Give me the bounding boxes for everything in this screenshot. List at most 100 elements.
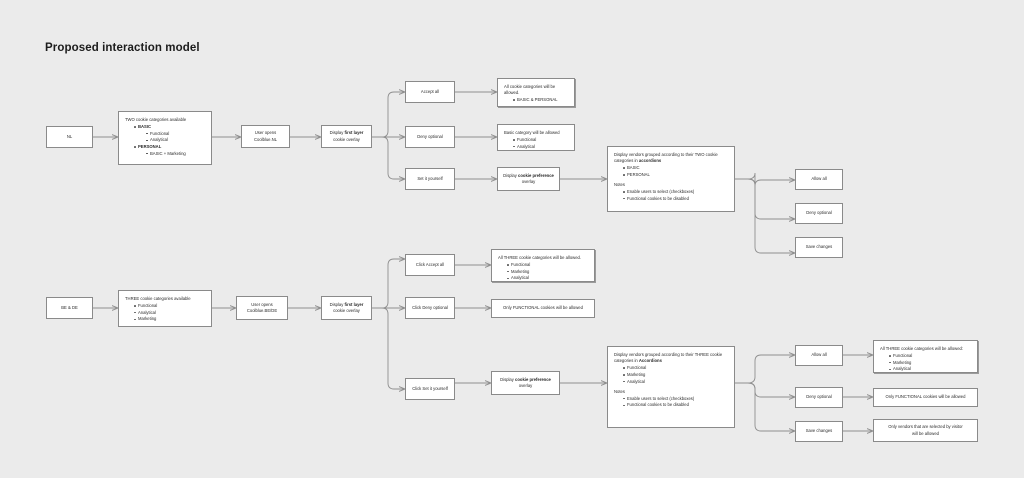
accept-result-bede-item: Analytical <box>507 275 588 281</box>
pref-overlay-nl-prefix: Display <box>503 172 519 178</box>
overlay-bede-line2: cookie overlay <box>333 308 360 313</box>
node-user-opens-bede[interactable]: User opens Coolblue.BE/DE <box>236 296 288 320</box>
vendors-nl-note: Enable users to select (checkboxes) <box>623 189 728 195</box>
node-user-opens-bede-line2: Coolblue.BE/DE <box>246 308 278 313</box>
overlay-nl-emphasis: first layer <box>344 130 364 136</box>
deny-result-nl-item: Analytical <box>513 144 568 150</box>
accept-result-bede-heading: All THREE cookie categories will be allo… <box>498 255 582 260</box>
node-allow-all-bede-label: Allow all <box>811 352 827 358</box>
node-deny-optional-nl-label: Deny optional <box>417 133 443 139</box>
category-basic-label: BASIC <box>138 124 152 130</box>
category-basic-child: Functional <box>146 131 205 137</box>
node-user-opens-nl-line1: User opens <box>254 130 277 136</box>
node-categories-bede-heading: THREE cookie categories available <box>125 296 191 301</box>
node-deny-optional-action-nl[interactable]: Deny optional <box>795 203 843 224</box>
vendors-nl-heading-emphasis: accordions <box>638 158 662 164</box>
node-click-accept-all-bede-label: Click Accept all <box>415 261 445 267</box>
node-pref-overlay-bede[interactable]: Display cookie preference overlay <box>491 371 560 395</box>
node-accept-all-nl-label: Accept all <box>420 88 440 94</box>
node-allow-all-nl[interactable]: Allow all <box>795 169 843 190</box>
overlay-nl-line2: cookie overlay <box>333 136 360 142</box>
vendors-bede-note: Enable users to select (checkboxes) <box>623 396 728 402</box>
node-categories-nl-heading: TWO cookie categories available <box>125 117 187 122</box>
node-save-changes-nl[interactable]: Save changes <box>795 237 843 258</box>
node-deny-optional-result-nl[interactable]: Basic category will be allowed Functiona… <box>497 124 575 151</box>
node-accept-all-nl[interactable]: Accept all <box>405 81 455 103</box>
category-personal-label: PERSONAL <box>138 144 162 150</box>
node-first-layer-overlay-nl[interactable]: Display first layer cookie overlay <box>321 125 372 148</box>
node-click-accept-all-bede[interactable]: Click Accept all <box>405 254 455 276</box>
node-deny-result-bede[interactable]: Only FUNCTIONAL cookies will be allowed <box>491 299 595 318</box>
node-allow-all-outcome-bede[interactable]: All THREE cookie categories will be allo… <box>873 340 978 373</box>
category-personal-child: BASIC + Marketing <box>146 151 205 157</box>
vendors-bede-notes-heading: Notes <box>614 388 625 394</box>
deny-result-bede-heading: Only FUNCTIONAL cookies will be allowed <box>503 305 583 311</box>
accept-result-bede-item: Marketing <box>507 269 588 275</box>
vendors-nl-notes-heading: Notes <box>614 181 625 187</box>
accept-result-bede-item: Functional <box>507 262 588 268</box>
node-allow-all-nl-label: Allow all <box>811 176 827 182</box>
overlay-bede-prefix: Display <box>329 301 345 307</box>
category-bede-item: Analytical <box>134 310 205 316</box>
vendors-bede-item: Marketing <box>623 372 728 378</box>
vendors-bede-item: Analytical <box>623 379 728 385</box>
vendors-bede-item: Functional <box>623 365 728 371</box>
node-deny-optional-outcome-bede[interactable]: Only FUNCTIONAL cookies will be allowed <box>873 388 978 407</box>
save-changes-outcome-line2: will be allowed <box>911 430 939 436</box>
node-accept-all-result-bede[interactable]: All THREE cookie categories will be allo… <box>491 249 595 282</box>
node-pref-overlay-nl[interactable]: Display cookie preference overlay <box>497 167 560 191</box>
overlay-nl-prefix: Display <box>329 130 345 136</box>
node-deny-optional-action-nl-label: Deny optional <box>806 210 832 216</box>
pref-overlay-nl-emphasis: cookie preference <box>518 172 554 178</box>
vendors-nl-note: Functional cookies to be disabled <box>623 196 728 202</box>
allow-all-outcome-item: Marketing <box>889 360 971 366</box>
allow-all-outcome-heading: All THREE cookie categories will be allo… <box>880 346 964 351</box>
node-start-bede[interactable]: BE & DE <box>46 297 93 319</box>
pref-overlay-bede-line2: overlay <box>518 383 533 388</box>
overlay-bede-emphasis: first layer <box>344 301 364 307</box>
vendors-bede-heading-prefix: Display vendors grouped according to the… <box>614 352 723 364</box>
node-categories-bede[interactable]: THREE cookie categories available Functi… <box>118 290 212 327</box>
node-deny-optional-action-bede[interactable]: Deny optional <box>795 387 843 408</box>
pref-overlay-nl-line2: overlay <box>521 179 536 184</box>
vendors-nl-item: BASIC <box>623 165 728 171</box>
allow-all-outcome-item: Functional <box>889 353 971 359</box>
node-click-deny-optional-bede[interactable]: Click Deny optional <box>405 297 455 319</box>
deny-optional-outcome-heading: Only FUNCTIONAL cookies will be allowed <box>885 394 966 400</box>
allow-all-outcome-item: Analytical <box>889 366 971 372</box>
node-save-changes-outcome-bede[interactable]: Only vendors that are selected by visito… <box>873 419 978 442</box>
pref-overlay-bede-prefix: Display <box>500 376 516 382</box>
vendors-bede-note: Functional cookies to be disabled <box>623 402 728 408</box>
node-first-layer-overlay-bede[interactable]: Display first layer cookie overlay <box>321 296 372 320</box>
node-vendors-nl[interactable]: Display vendors grouped according to the… <box>607 146 735 212</box>
node-start-nl[interactable]: NL <box>46 126 93 148</box>
category-basic-child: Analytical <box>146 137 205 143</box>
deny-result-nl-heading: Basic category will be allowed <box>504 130 560 135</box>
node-user-opens-nl[interactable]: User opens Coolblue.NL <box>241 125 290 148</box>
node-deny-optional-action-bede-label: Deny optional <box>806 394 832 400</box>
node-set-it-yourself-nl-label: Set it yourself <box>417 175 443 181</box>
node-user-opens-nl-line2: Coolblue.NL <box>253 136 278 142</box>
node-start-bede-label: BE & DE <box>61 304 78 310</box>
vendors-bede-heading-emphasis: Accordions <box>638 358 662 364</box>
node-allow-all-bede[interactable]: Allow all <box>795 345 843 366</box>
node-click-set-it-yourself-bede[interactable]: Click Set it yourself <box>405 378 455 400</box>
pref-overlay-bede-emphasis: cookie preference <box>515 376 551 382</box>
node-click-deny-optional-bede-label: Click Deny optional <box>412 304 448 310</box>
node-user-opens-bede-line1: User opens <box>251 301 273 307</box>
vendors-nl-item: PERSONAL <box>623 172 728 178</box>
node-save-changes-bede[interactable]: Save changes <box>795 421 843 442</box>
category-bede-item: Functional <box>134 303 205 309</box>
node-categories-nl[interactable]: TWO cookie categories available BASIC Fu… <box>118 111 212 165</box>
node-set-it-yourself-nl[interactable]: Set it yourself <box>405 168 455 190</box>
node-accept-all-result-nl[interactable]: All cookie categories will be allowed. B… <box>497 78 575 107</box>
node-click-set-it-yourself-bede-label: Click Set it yourself <box>412 385 448 391</box>
node-save-changes-bede-label: Save changes <box>805 428 833 434</box>
node-vendors-bede[interactable]: Display vendors grouped according to the… <box>607 346 735 428</box>
deny-result-nl-item: Functional <box>513 137 568 143</box>
node-deny-optional-nl[interactable]: Deny optional <box>405 126 455 148</box>
save-changes-outcome-line1: Only vendors that are selected by visito… <box>888 424 963 430</box>
page-title: Proposed interaction model <box>45 42 200 54</box>
